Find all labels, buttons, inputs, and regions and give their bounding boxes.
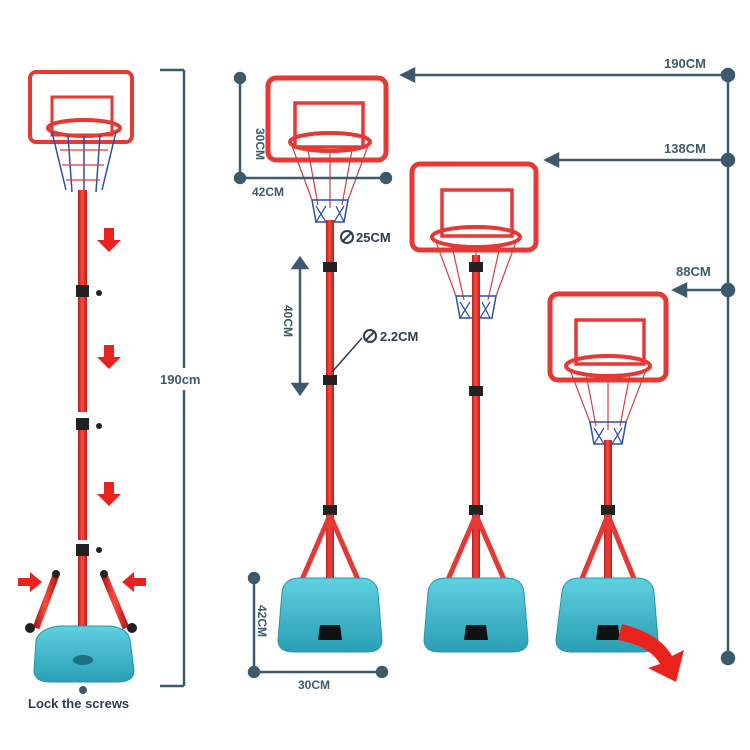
down-arrow-icon [97, 228, 121, 506]
hoop-short [547, 291, 669, 653]
assembly-legs [25, 570, 137, 633]
height-mid-label: 138CM [664, 141, 706, 156]
pole-diameter-label: 2.2CM [380, 329, 418, 344]
height-min-label: 88CM [676, 264, 711, 279]
assembly-backboard [28, 70, 134, 194]
rim-diameter-callout: 25CM [340, 230, 391, 245]
assembly-pole-mid2 [78, 430, 87, 540]
left-height-label: 190cm [160, 372, 200, 387]
assembly-base [33, 625, 135, 694]
height-max-label: 190CM [664, 56, 706, 71]
diameter-icon [340, 230, 354, 244]
inward-arrow-icon [18, 572, 146, 592]
rotate-arrow-icon [618, 624, 684, 682]
base-width-label: 30CM [298, 678, 330, 692]
hoop-tall [265, 75, 389, 653]
rim-diameter-label: 25CM [356, 230, 391, 245]
assembly-pole-mid1 [78, 297, 87, 412]
pole-diameter-callout: 2.2CM [331, 329, 418, 373]
diameter-icon [363, 329, 377, 343]
segment-length-label: 40CM [281, 305, 295, 337]
board-width-label: 42CM [252, 185, 284, 199]
left-height-dimension [160, 68, 186, 688]
height-dimension-lines [399, 66, 736, 666]
assembly-pole-top [78, 190, 87, 290]
assembly-view: Lock the screws 190cm [18, 68, 200, 711]
base-depth-label: 42CM [255, 605, 269, 637]
segment-dimension [290, 255, 310, 397]
assembly-pole-bottom [78, 556, 87, 636]
hoop-mid [409, 161, 539, 653]
board-height-label: 30CM [253, 128, 267, 160]
board-dimensions [233, 71, 393, 185]
base-dimensions [247, 571, 389, 679]
lock-screws-label: Lock the screws [28, 696, 129, 711]
